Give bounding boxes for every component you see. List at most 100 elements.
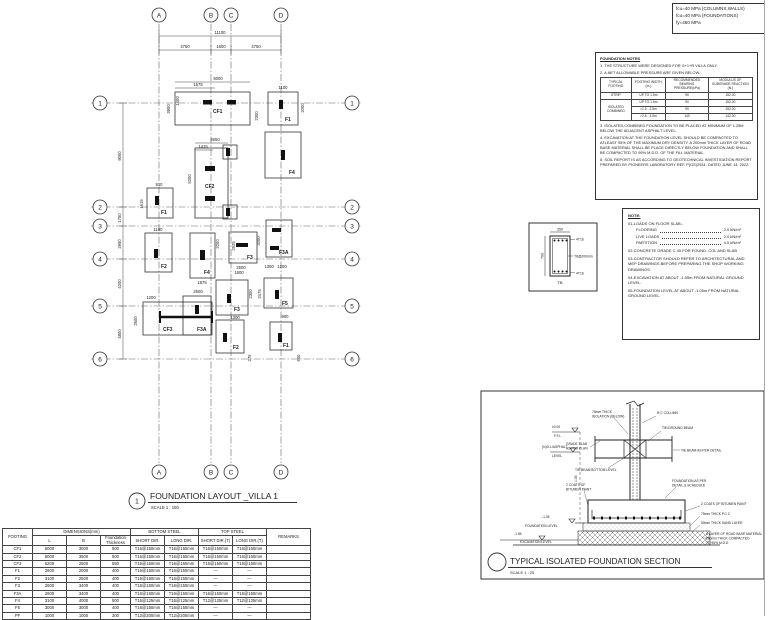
cell [266,559,311,569]
cell: 2500 [66,559,101,569]
grid-row-label: 2 [350,205,354,212]
grid-row-label: 2 [98,205,102,212]
schedule-header: REMARKS [266,527,311,547]
callout: TIE/GROUND BEAM [662,426,693,430]
footing-label: F1 [161,210,167,216]
cell [266,582,311,591]
cell: 5000 [32,545,67,554]
foundation-note-5: 5. SOIL REPORT IS AS ACCORDING TO GEOTEC… [600,157,752,168]
dim-label: 1200 [277,264,287,269]
dim-label: 2475 [257,289,262,299]
footing-body [587,499,686,524]
grid-row-label: 5 [350,304,354,311]
cell: 2000 [66,567,101,576]
load-name: PARTITION [636,240,657,246]
bearing-header: TYPICAL FOOTING [600,77,632,94]
dim-label: 2500 [236,265,246,270]
bearing-cell: STRIP [600,92,632,101]
cell: T16@150mm [232,589,267,598]
cell: F5 [2,604,33,613]
schedule-header: L [32,535,67,547]
dim-label: 2600 [133,316,138,326]
dim-label: 2200 [215,239,220,249]
cell: T16@150mm [164,559,199,569]
footing-label: F3 [234,307,240,313]
general-note-2: 02-CONCRETE GRADE C 40 FOR FOUND. COL AN… [628,247,737,253]
dim-label: 1300 [230,315,240,320]
footing-label: F2 [161,264,167,270]
tie-beam-detail: 350 700 4T16 T8@200mm 4T16 TB [528,222,598,292]
cell: 2600 [32,589,67,598]
cell: F3 [2,582,33,591]
cell: 5200 [32,559,67,569]
cell: T16@150mm [164,545,199,554]
dim-label: 350 [557,228,563,232]
bearing-cell: 152.00 [707,92,754,101]
cell: T16@125mm [130,596,165,606]
schedule-header: FOOTING [2,527,33,547]
depth-dim: 1.05 [574,475,578,482]
dim-label: 1300 [264,264,274,269]
callout: 2 COATS OF BITUMEN PAINT [701,502,747,506]
cell: T16@150mm [198,545,233,554]
cell: F2 [2,574,33,584]
dim-label: 3200 [256,236,261,246]
bearing-cell: UP TO 1.5m [630,99,667,107]
grid-col-label: C [229,470,234,477]
level-value: -1.05 [542,515,550,519]
cell: F4 [2,596,33,606]
cell: 2600 [32,582,67,591]
cell: T12@125mm [232,596,267,606]
cell: 8000 [32,552,67,562]
cell: 500 [100,545,131,554]
bearing-cell: 140 [665,112,709,121]
detail-number-bubble [128,492,146,510]
grid-row-label: 6 [98,357,102,364]
grid-row-label: 1 [98,101,102,108]
cell: T16@150mm [130,559,165,569]
cell: 400 [100,574,131,584]
bearing-cell: 90 [665,99,709,107]
level-markers [538,427,585,541]
general-note-4: 04-EXCAVATION AT ABOUT -1.55m FROM NATUR… [628,274,744,285]
bearing-header: MODULUS OF SUBGRADE REACTION (N.) [707,77,754,94]
rc-column [625,400,645,516]
cell: 3000 [66,604,101,613]
rebar-dots [553,239,568,273]
rebar-label: 4T16 [576,238,584,242]
dim-label: 5000 [213,76,223,81]
bearing-header: FOOTING WIDTH (m.) [630,77,667,94]
footing-label: F3A [279,250,289,256]
cell: T16@150mm [164,574,199,584]
cell: 4000 [66,596,101,606]
grid-col-label: C [229,13,234,20]
cell: — [198,574,233,584]
cell: 500 [100,552,131,562]
cell: 2600 [32,567,67,576]
callout: 75mm THICK P.C.C [701,512,731,516]
callout: 75mm THICK [592,410,613,414]
cell: 400 [100,604,131,613]
cell: T16@150mm [232,545,267,554]
grid-row-label: 6 [350,357,354,364]
callout: BITUMEN PAINT [566,488,591,492]
schedule-header: TOP STEEL [198,527,267,537]
callout: 200mm THICK COMPACTED [706,537,750,541]
bearing-cell: UP TO 1.5m [630,92,667,101]
beam-outline [549,235,571,277]
dim-label: 2650 [210,137,220,142]
grid-bubbles [92,7,360,480]
dim-label: 700 [541,253,545,259]
bearing-cell: 152.00 [707,106,754,114]
dim-label: 1575 [193,82,203,87]
level-value: ±0.00 [552,425,560,429]
load-name: FLOORING [636,227,657,233]
materials-note-box: fcu=40 MPa (COLUMNS,WALLS) fcu=40 MPa (F… [672,3,765,34]
bearing-header: RECOMMENDED BEARING PRESSURE(kPa) [665,77,709,94]
dim-label: 2950 [117,239,122,249]
dim-label: 2500 [193,289,203,294]
